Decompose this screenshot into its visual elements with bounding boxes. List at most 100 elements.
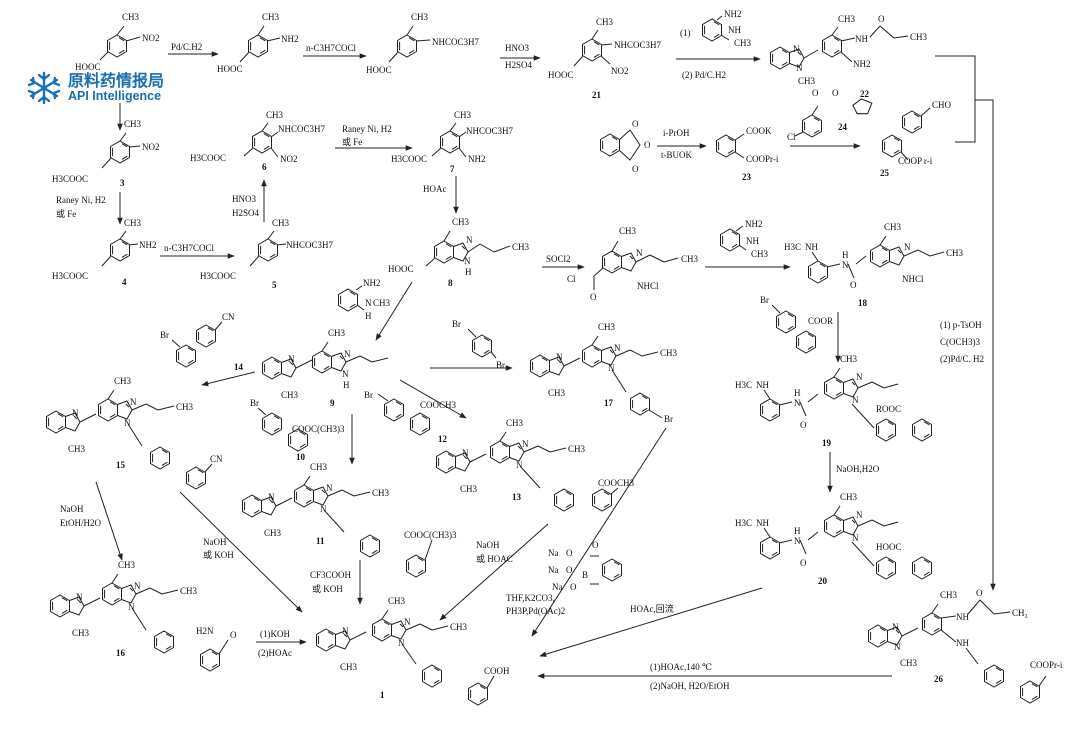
group-label: N — [904, 242, 911, 252]
group-label: CH3 — [512, 242, 530, 252]
compound-17: CH3 N N N CH3 CH3 Br 17 — [531, 322, 678, 424]
group-label: HOOC — [876, 542, 902, 552]
reagent-label: (1)HOAc,140 ℃ — [650, 662, 712, 672]
group-label: CH3 — [568, 444, 586, 454]
reagent-label: NaOH,H2O — [836, 464, 880, 474]
reaction-arrow: HOAc,回流 — [539, 587, 763, 657]
group-label: N — [76, 592, 83, 602]
reagent-label: 或 Fe — [342, 136, 362, 147]
compound-18: H3C NH H N O CH3 CH3 N NHCl 18 — [784, 222, 964, 308]
group-label: COOPr-i — [1030, 660, 1063, 670]
group-label: N — [404, 617, 411, 627]
group-label: CHO — [932, 100, 952, 110]
compound-phthalic-anhydride: O O O — [600, 119, 651, 174]
group-label: COOR — [808, 316, 833, 326]
bromobenzyl-reagent: Br Br — [452, 319, 505, 370]
group-label: NH2 — [853, 59, 871, 69]
compound-number: 26 — [934, 674, 944, 684]
compound-number: 25 — [880, 168, 890, 178]
compound-number: 7 — [450, 164, 455, 174]
group-label: N — [794, 398, 801, 408]
group-label: Cl — [787, 132, 796, 142]
boronate-reagent: Na O Na O B Na O O — [548, 540, 622, 592]
diamine-reagent: NH2 N H CH3 — [338, 278, 391, 321]
group-label: NHCOC3H7 — [278, 124, 326, 134]
compound-number: 16 — [116, 648, 126, 658]
group-label: CH3 — [262, 12, 280, 22]
reaction-arrow: NaOH,H2O — [827, 452, 880, 493]
compound-26: CH3 NH NH N N CH3 O COOPr-i CH₃ 26 — [869, 588, 1063, 704]
reaction-arrow: i-PrOH t-BUOK — [657, 128, 707, 160]
reaction-arrow: (1)HOAc,140 ℃ (2)NaOH, H2O/EtOH — [537, 662, 892, 691]
group-label: Br — [364, 390, 373, 400]
group-label: CH3 — [681, 254, 699, 264]
group-label: CH3 — [910, 32, 928, 42]
group-label: CH3 — [798, 76, 816, 86]
reaction-arrow: Cl O O 24 — [787, 88, 873, 149]
reagent-label: NaOH — [60, 504, 84, 514]
reaction-arrow: CF3COOH 或 KOH — [310, 560, 363, 605]
group-label: NHCOC3H7 — [614, 40, 662, 50]
reaction-arrow: HNO3 H2SO4 — [500, 43, 541, 70]
group-label: NH2 — [468, 154, 486, 164]
reagent-label: PH3P,Pd(OAc)2 — [506, 606, 565, 616]
compound-number: 23 — [742, 172, 752, 182]
compound-22: CH3 NH2 N N CH3 CH3 O NH 22 — [771, 14, 928, 99]
reagent-label: (1) — [680, 28, 691, 38]
group-label: O — [800, 420, 807, 430]
group-label: COOC(CH3)3 — [292, 424, 345, 434]
group-label: Br — [452, 319, 461, 329]
group-label: CH3 — [340, 662, 358, 672]
group-label: O — [566, 565, 573, 575]
group-label: O — [878, 14, 885, 24]
compound-10: Br COOC(CH3)3 10 — [250, 398, 345, 462]
reagent-label: (2)HOAc — [258, 648, 292, 658]
group-label: N — [793, 44, 800, 54]
group-label: COOH — [484, 666, 510, 676]
compound-number: 4 — [122, 277, 127, 287]
group-label: CH3 — [840, 492, 858, 502]
group-label: CH3 — [940, 590, 958, 600]
group-label: O — [976, 588, 983, 598]
group-label: NH — [756, 380, 769, 390]
group-label: N — [636, 248, 643, 258]
group-label: N — [365, 298, 372, 308]
group-label: O — [812, 88, 819, 98]
logo-icon — [27, 71, 61, 105]
group-label: Na — [548, 565, 559, 575]
reaction-arrow: NaOH 或 KOH — [179, 491, 303, 613]
group-label: H — [365, 311, 372, 321]
compound-number: 24 — [838, 122, 848, 132]
group-label: CH3 — [114, 376, 132, 386]
group-label: COOC(CH3)3 — [404, 530, 457, 540]
compound-number: 18 — [858, 298, 868, 308]
group-label: N — [342, 626, 349, 636]
compound-number: 15 — [116, 460, 126, 470]
group-label: H3COOC — [200, 271, 236, 281]
reagent-label: n-C3H7COCl — [164, 243, 215, 253]
group-label: NHCOC3H7 — [466, 126, 514, 136]
group-label: H2N — [196, 626, 214, 636]
group-label: NHCOC3H7 — [432, 37, 480, 47]
group-label: H — [343, 380, 350, 390]
reagent-label: NaOH — [476, 540, 500, 550]
group-label: H — [842, 250, 849, 260]
compound-12: Br COOCH3 12 — [364, 390, 457, 444]
reagent-label: Raney Ni, H2 — [342, 124, 392, 134]
group-label: CH3 — [176, 402, 194, 412]
group-label: Br — [496, 360, 505, 370]
group-label: CH3 — [124, 218, 142, 228]
group-label: N — [462, 448, 469, 458]
group-label: N — [794, 536, 801, 546]
group-label: H3C — [735, 380, 752, 390]
group-label: N — [124, 418, 131, 428]
group-label: NO2 — [280, 154, 298, 164]
reagent-label: (2) Pd/C.H2 — [682, 70, 726, 80]
group-label: N — [268, 492, 275, 502]
group-label: NHCOC3H7 — [286, 240, 334, 250]
group-label: NH — [805, 242, 818, 252]
compound-11: CH3 N N N CH3 CH3 COOC(CH3)3 11 — [243, 462, 457, 578]
reaction-arrow: Br COOC(CH3)3 10 — [250, 398, 355, 465]
group-label: N — [134, 581, 141, 591]
group-label: O — [570, 582, 577, 592]
